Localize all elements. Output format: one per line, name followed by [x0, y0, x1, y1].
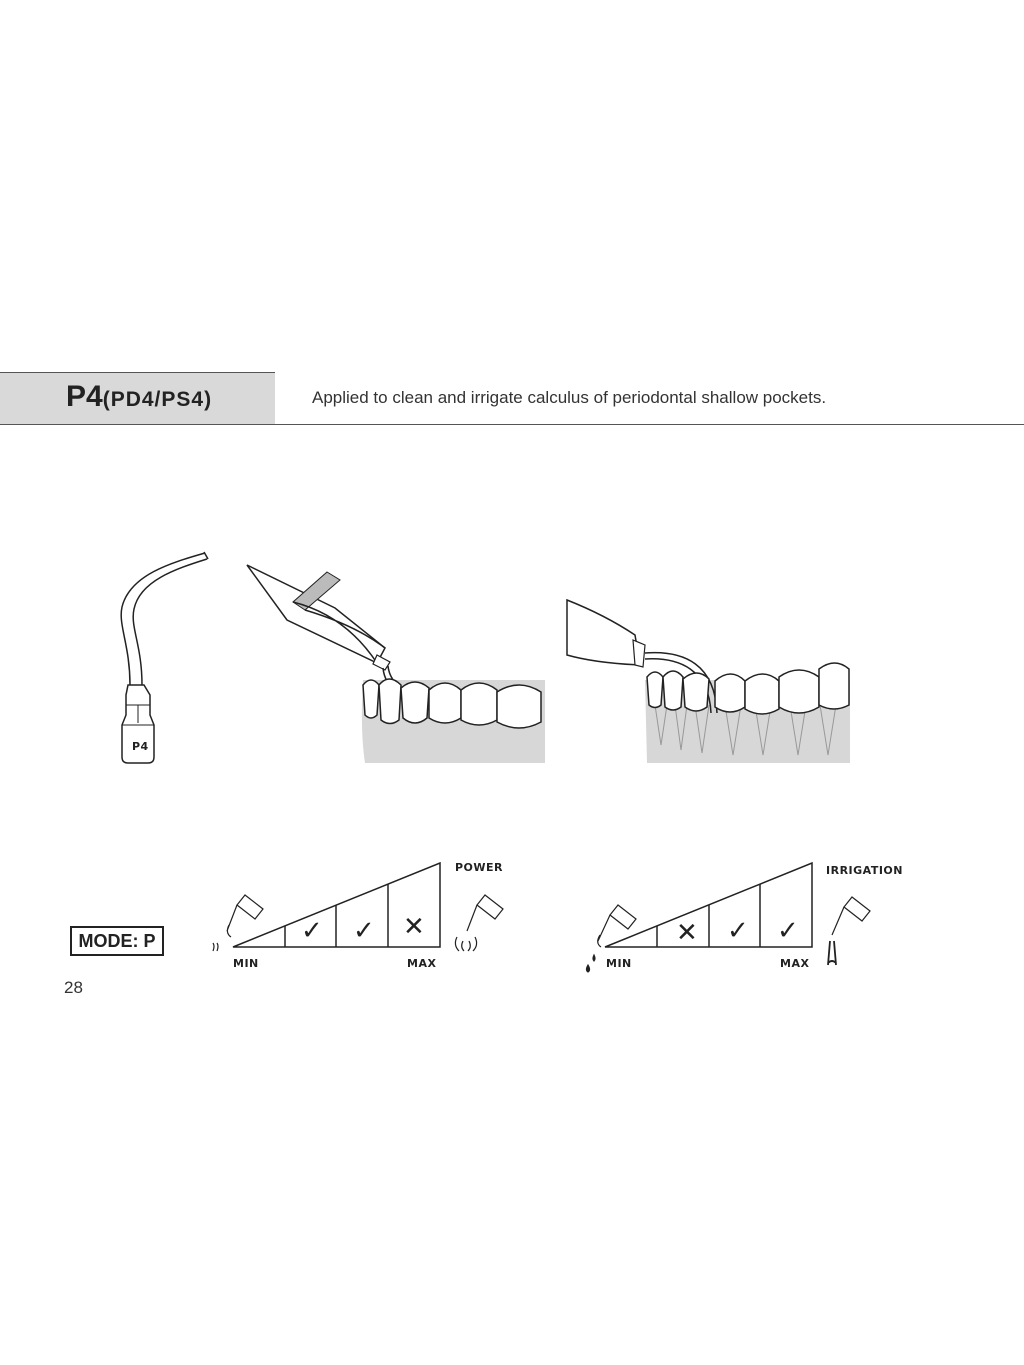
irrigation-title: IRRIGATION	[826, 864, 903, 877]
mode-label: MODE: P	[70, 926, 164, 956]
irrigation-cell-2: ✓	[727, 916, 749, 946]
title-top-rule	[0, 372, 275, 373]
description-text: Applied to clean and irrigate calculus o…	[312, 388, 827, 407]
handpiece-pocket-illustration	[566, 598, 850, 763]
irrigation-handpiece-min-icon	[585, 904, 637, 973]
power-handpiece-min-icon	[212, 894, 264, 952]
irrigation-cell-1: ✕	[676, 918, 698, 948]
power-cell-2: ✓	[353, 916, 375, 946]
header-band	[0, 372, 1024, 425]
header-rule	[0, 424, 1024, 425]
handpiece-teeth-illustration	[246, 564, 545, 763]
power-title: POWER	[455, 861, 503, 874]
title-sub: (PD4/PS4)	[102, 388, 213, 411]
irrigation-min-label: MIN	[606, 957, 632, 970]
irrigation-handpiece-max-icon	[827, 896, 871, 966]
page-title: P4(PD4/PS4)	[66, 380, 212, 414]
scaler-tip-illustration: P4	[120, 551, 209, 764]
power-cell-3: ✕	[403, 912, 425, 942]
tip-label: P4	[132, 740, 149, 753]
irrigation-scale: ✕ ✓ ✓ MIN MAX IRRIGATION	[585, 861, 903, 973]
power-max-label: MAX	[407, 957, 436, 970]
power-handpiece-max-icon	[454, 894, 504, 952]
irrigation-cell-3: ✓	[777, 916, 799, 946]
title-background	[0, 372, 275, 424]
power-cell-1: ✓	[301, 916, 323, 946]
title-main: P4	[66, 380, 103, 413]
page-number: 28	[64, 978, 83, 997]
power-scale: ✓ ✓ ✕ MIN MAX POWER	[212, 861, 504, 970]
power-min-label: MIN	[233, 957, 259, 970]
irrigation-max-label: MAX	[780, 957, 809, 970]
